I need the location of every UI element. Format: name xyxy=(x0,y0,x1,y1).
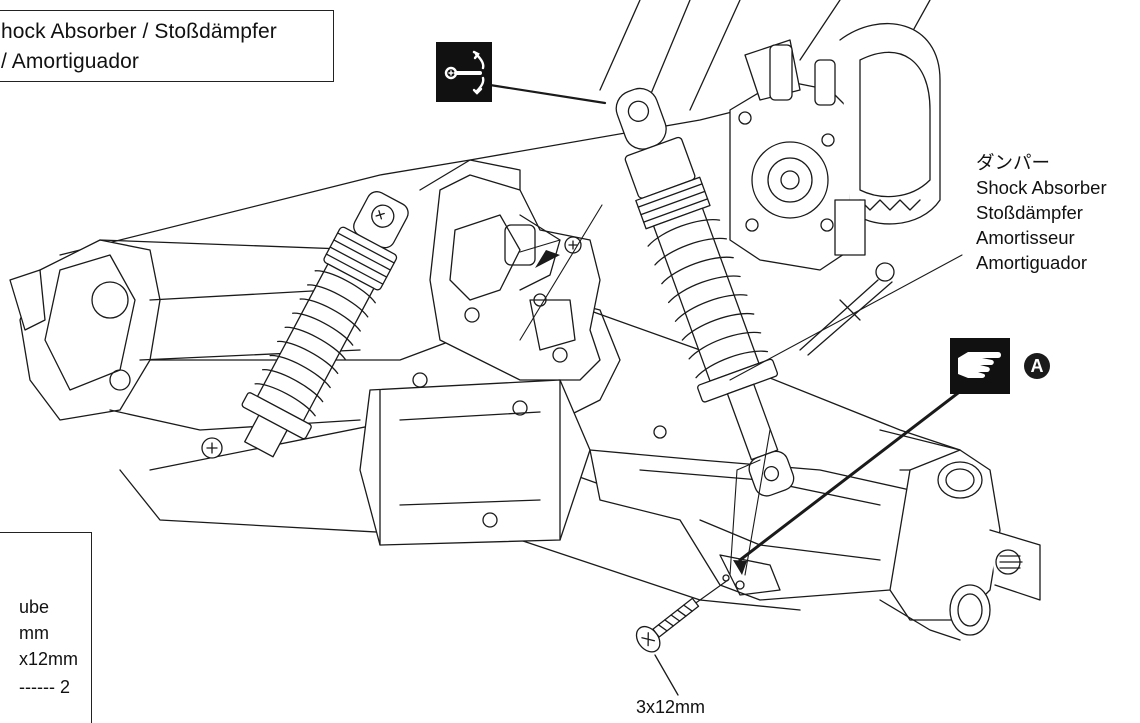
right-hub-assembly xyxy=(879,449,1041,641)
motor-gear-assembly xyxy=(729,22,941,271)
parts-list-box: ube mm x12mm ------ 2 xyxy=(0,532,92,723)
pivot-rotate-icon xyxy=(436,42,492,102)
part-name-line-2: mm xyxy=(19,623,49,643)
install-arrows xyxy=(535,250,747,575)
label-spanish: Amortiguador xyxy=(976,252,1088,273)
circle-a-icon: A xyxy=(1024,353,1050,379)
loose-ball-end-rod xyxy=(799,262,895,356)
label-japanese: ダンパー xyxy=(976,152,1051,173)
title-line-1: hock Absorber / Stoßdämpfer xyxy=(1,20,277,43)
label-french: Amortisseur xyxy=(976,227,1075,248)
chassis-tube xyxy=(359,379,591,546)
screw-icon xyxy=(635,597,700,653)
part-name-line-1: ube xyxy=(19,597,50,617)
screw-size-label: 3x12mm xyxy=(636,697,706,717)
left-hub-assembly xyxy=(9,239,371,431)
part-quantity: ------ 2 xyxy=(19,677,70,697)
screw-leader-line xyxy=(654,654,679,696)
label-german: Stoßdämpfer xyxy=(976,202,1083,223)
part-name-line-3: x12mm xyxy=(19,649,79,669)
right-shock-absorber xyxy=(615,87,795,497)
shock-absorber-label: ダンパー Shock Absorber Stoßdämpfer Amortiss… xyxy=(976,150,1107,275)
label-english: Shock Absorber xyxy=(976,177,1107,198)
gearbox-bulkhead xyxy=(429,174,601,381)
step-title-box: hock Absorber / Stoßdämpfer / Amortiguad… xyxy=(0,10,334,82)
pointing-hand-icon xyxy=(950,338,1010,394)
title-line-2: / Amortiguador xyxy=(1,50,139,73)
frame-screws xyxy=(201,236,667,528)
left-shock-absorber xyxy=(241,191,409,458)
